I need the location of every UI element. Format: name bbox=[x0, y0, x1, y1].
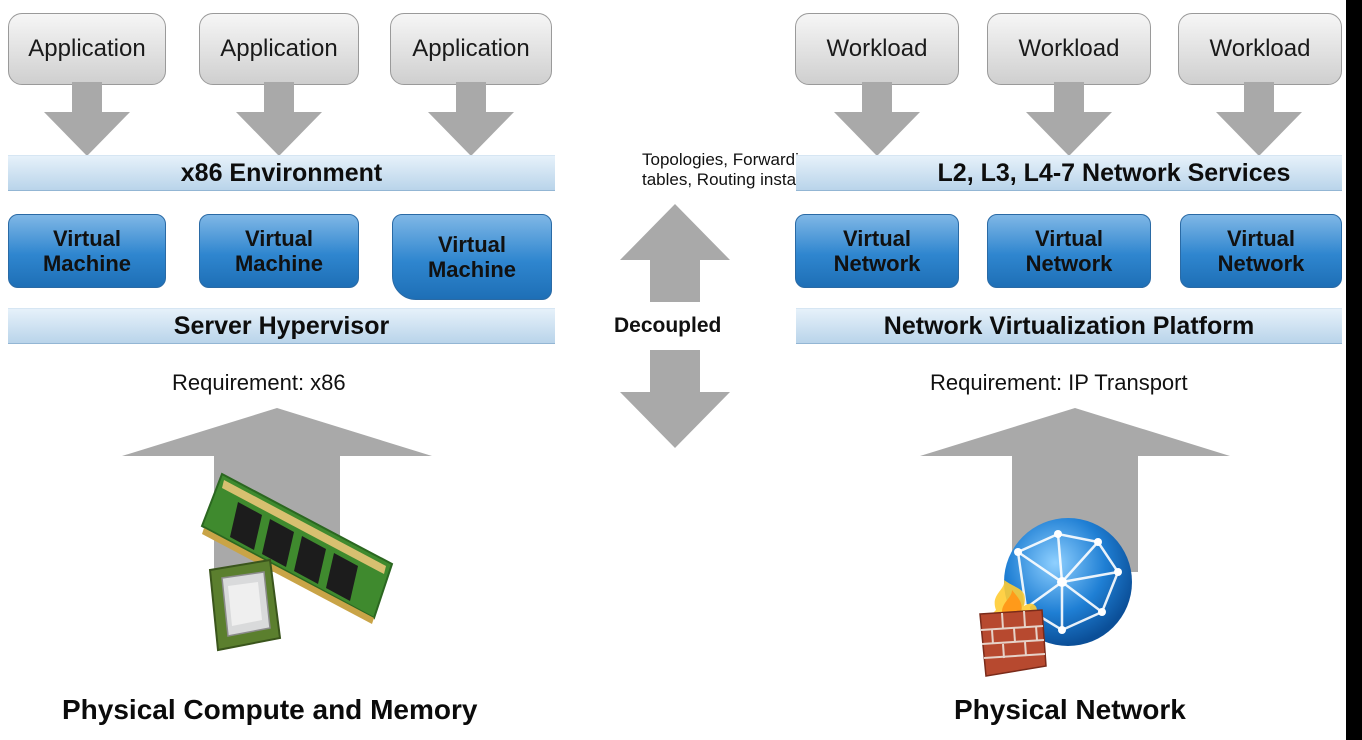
vm-label-line1: Virtual bbox=[244, 226, 314, 251]
requirement-x86-label: Requirement: x86 bbox=[172, 370, 346, 395]
server-hypervisor-band: Server Hypervisor bbox=[8, 308, 555, 344]
vm-label-line1: Virtual bbox=[52, 226, 122, 251]
application-box-2: Application bbox=[199, 13, 359, 85]
application-label: Application bbox=[220, 35, 338, 62]
decoupled-label: Decoupled bbox=[614, 314, 722, 337]
workload-label: Workload bbox=[1209, 35, 1311, 62]
note-line2: tables, Routing instances bbox=[642, 170, 832, 189]
cpu-icon bbox=[208, 558, 282, 652]
physical-compute-footer: Physical Compute and Memory bbox=[62, 694, 478, 725]
server-hypervisor-label: Server Hypervisor bbox=[173, 311, 390, 340]
down-arrow-icon bbox=[428, 82, 514, 156]
network-services-label: L2, L3, L4-7 Network Services bbox=[937, 158, 1291, 187]
up-arrow-icon bbox=[122, 408, 432, 572]
vn-label-line1: Virtual bbox=[842, 226, 912, 251]
workload-box-2: Workload bbox=[987, 13, 1151, 85]
physical-network-footer: Physical Network bbox=[954, 694, 1186, 725]
application-box-3: Application bbox=[390, 13, 552, 85]
down-arrow-icon bbox=[620, 350, 730, 448]
down-arrow-icon bbox=[1026, 82, 1112, 156]
vn-label-line1: Virtual bbox=[1226, 226, 1296, 251]
vm-label-line2: Machine bbox=[427, 257, 517, 282]
vn-label-line2: Network bbox=[833, 251, 921, 276]
up-arrow-icon bbox=[920, 408, 1230, 572]
vn-label-line1: Virtual bbox=[1034, 226, 1104, 251]
down-arrow-icon bbox=[44, 82, 130, 156]
note-line1: Topologies, Forwarding bbox=[642, 150, 818, 169]
network-virtualization-platform-band: Network Virtualization Platform bbox=[796, 308, 1342, 344]
memory-chip-icon bbox=[200, 472, 394, 624]
middle-note: Topologies, Forwarding tables, Routing i… bbox=[642, 150, 832, 190]
workload-label: Workload bbox=[826, 35, 928, 62]
vn-label-line2: Network bbox=[1217, 251, 1305, 276]
workload-box-3: Workload bbox=[1178, 13, 1342, 85]
workload-label: Workload bbox=[1018, 35, 1120, 62]
requirement-ip-transport-label: Requirement: IP Transport bbox=[930, 370, 1188, 395]
vn-label-line2: Network bbox=[1025, 251, 1113, 276]
application-label: Application bbox=[28, 35, 146, 62]
down-arrow-icon bbox=[1216, 82, 1302, 156]
x86-environment-band: x86 Environment bbox=[8, 155, 555, 191]
vm-label-line2: Machine bbox=[234, 251, 324, 276]
application-label: Application bbox=[412, 35, 530, 62]
workload-box-1: Workload bbox=[795, 13, 959, 85]
network-services-band: L2, L3, L4-7 Network Services bbox=[796, 155, 1342, 191]
down-arrow-icon bbox=[236, 82, 322, 156]
network-virtualization-platform-label: Network Virtualization Platform bbox=[883, 311, 1255, 340]
down-arrow-icon bbox=[834, 82, 920, 156]
right-edge-bar bbox=[1346, 0, 1362, 740]
x86-environment-label: x86 Environment bbox=[180, 158, 383, 187]
up-arrow-icon bbox=[620, 204, 730, 302]
firewall-icon bbox=[979, 580, 1047, 677]
vm-label-line2: Machine bbox=[42, 251, 132, 276]
vm-label-line1: Virtual bbox=[437, 232, 507, 257]
application-box-1: Application bbox=[8, 13, 166, 85]
